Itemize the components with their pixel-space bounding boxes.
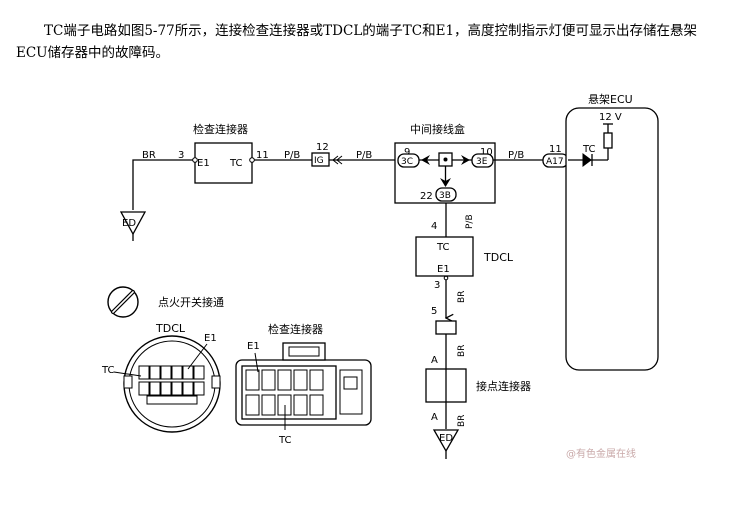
junction-arrow-left	[421, 155, 430, 165]
tdcl-face-tc-label: TC	[101, 365, 115, 376]
pin-tc-terminal	[249, 157, 255, 163]
check-connector-face-pins	[245, 369, 324, 416]
pin-12-number: 12	[316, 142, 329, 153]
contact-connector-group: 接点连接器	[425, 368, 531, 403]
pin-3c-label: 3C	[401, 157, 413, 167]
tdcl-title: TDCL	[483, 251, 514, 264]
contact-connector-title: 接点连接器	[476, 380, 531, 393]
ecu-diode-icon	[582, 153, 592, 167]
wire-pb-label-1: P/B	[284, 150, 300, 161]
ecu-resistor-icon	[603, 132, 613, 149]
tdcl-tc-label: TC	[436, 242, 450, 253]
check-connector-group: 检查连接器 E1 TC 3 11	[178, 122, 269, 184]
tdcl-group: TC E1 TDCL	[415, 236, 514, 277]
check-connector-face-diagram: 检查连接器 E1 TC	[235, 322, 372, 446]
pin-tc-label: TC	[229, 158, 243, 169]
tdcl-pin-3-number: 3	[434, 280, 440, 291]
ground-ed-left-label: ED	[122, 218, 136, 229]
pin-11-ecu-number: 11	[549, 144, 562, 155]
pin-a-upper-label: A	[431, 355, 438, 366]
check-connector-title: 检查连接器	[193, 122, 248, 136]
suspension-ecu-title: 悬架ECU	[588, 93, 633, 106]
check-face-tc-label: TC	[278, 435, 292, 446]
junction-box-group: 中间接线盒 9 10 3C 3E 22 3B	[394, 122, 496, 204]
pin-3b-label: 3B	[439, 191, 451, 201]
ignition-on-legend: 点火开关接通	[107, 286, 224, 318]
pin-3b-box	[435, 187, 457, 202]
check-face-e1-leader	[254, 352, 259, 373]
pin-5-number: 5	[431, 306, 437, 317]
wire-pb-label-3: P/B	[508, 150, 524, 161]
ground-ed-right-label: ED	[439, 433, 453, 444]
pin-11-number: 11	[256, 150, 269, 161]
ecu-12v-label: 12 V	[599, 112, 622, 123]
ig-connector-label: IG	[314, 156, 324, 166]
tdcl-face-title: TDCL	[155, 322, 186, 335]
tdcl-face-tc-leader	[113, 371, 142, 377]
tdcl-face-key-right	[211, 375, 221, 389]
pin-10-number: 10	[480, 147, 493, 158]
tdcl-face-bottom-latch	[146, 395, 198, 405]
pin-a-lower-label: A	[431, 412, 438, 423]
wire-br-ground-left	[132, 159, 193, 210]
tdcl-face-key-left	[123, 375, 133, 389]
pin-3-number: 3	[178, 150, 184, 161]
tdcl-box	[415, 236, 474, 277]
wire-br-label-left: BR	[142, 150, 156, 161]
ground-ed-right: ED	[432, 429, 460, 459]
suspension-ecu-group: 悬架ECU TC 12 V	[565, 93, 659, 371]
intro-text: TC端子电路如图5-77所示，连接检查连接器或TDCL的端子TC和E1，高度控制…	[16, 23, 698, 61]
tdcl-e1-terminal	[443, 275, 449, 281]
junction-arrow-down	[440, 178, 451, 187]
check-face-e1-label: E1	[247, 341, 260, 352]
check-connector-box	[194, 142, 253, 184]
tdcl-face-pins	[138, 365, 205, 396]
pin-9-number: 9	[404, 147, 410, 158]
tdcl-face-diagram: TDCL E1 TC	[101, 322, 221, 433]
tdcl-e1-label: E1	[437, 264, 450, 275]
junction-box-title: 中间接线盒	[410, 122, 465, 136]
tdcl-face-e1-leader	[187, 343, 208, 370]
pin-e1-label: E1	[197, 158, 210, 169]
wire-pb-label-vertical: P/B	[465, 214, 475, 229]
suspension-ecu-box	[565, 107, 659, 371]
wire-pb-label-2: P/B	[356, 150, 372, 161]
intro-paragraph: TC端子电路如图5-77所示，连接检查连接器或TDCL的端子TC和E1，高度控制…	[16, 20, 716, 64]
pin-22-number: 22	[420, 191, 433, 202]
pin-a17-label: A17	[546, 157, 564, 167]
ground-ed-left: ED	[119, 211, 147, 241]
wire-br-label-2: BR	[457, 345, 467, 357]
pin-4-number: 4	[431, 221, 437, 232]
inline-connector-box	[435, 320, 457, 335]
watermark: @有色金属在线	[566, 447, 636, 460]
ecu-tc-label: TC	[582, 144, 596, 155]
check-connector-face-title: 检查连接器	[268, 322, 323, 336]
tdcl-face-e1-label: E1	[204, 333, 217, 344]
wire-br-label-1: BR	[457, 291, 467, 303]
pin-e1-terminal	[192, 157, 198, 163]
pin-3e-label: 3E	[476, 157, 488, 167]
junction-node-dot	[443, 157, 448, 162]
junction-arrow-right	[461, 155, 470, 165]
ignition-on-label: 点火开关接通	[158, 295, 224, 309]
wire-br-label-3: BR	[457, 415, 467, 427]
